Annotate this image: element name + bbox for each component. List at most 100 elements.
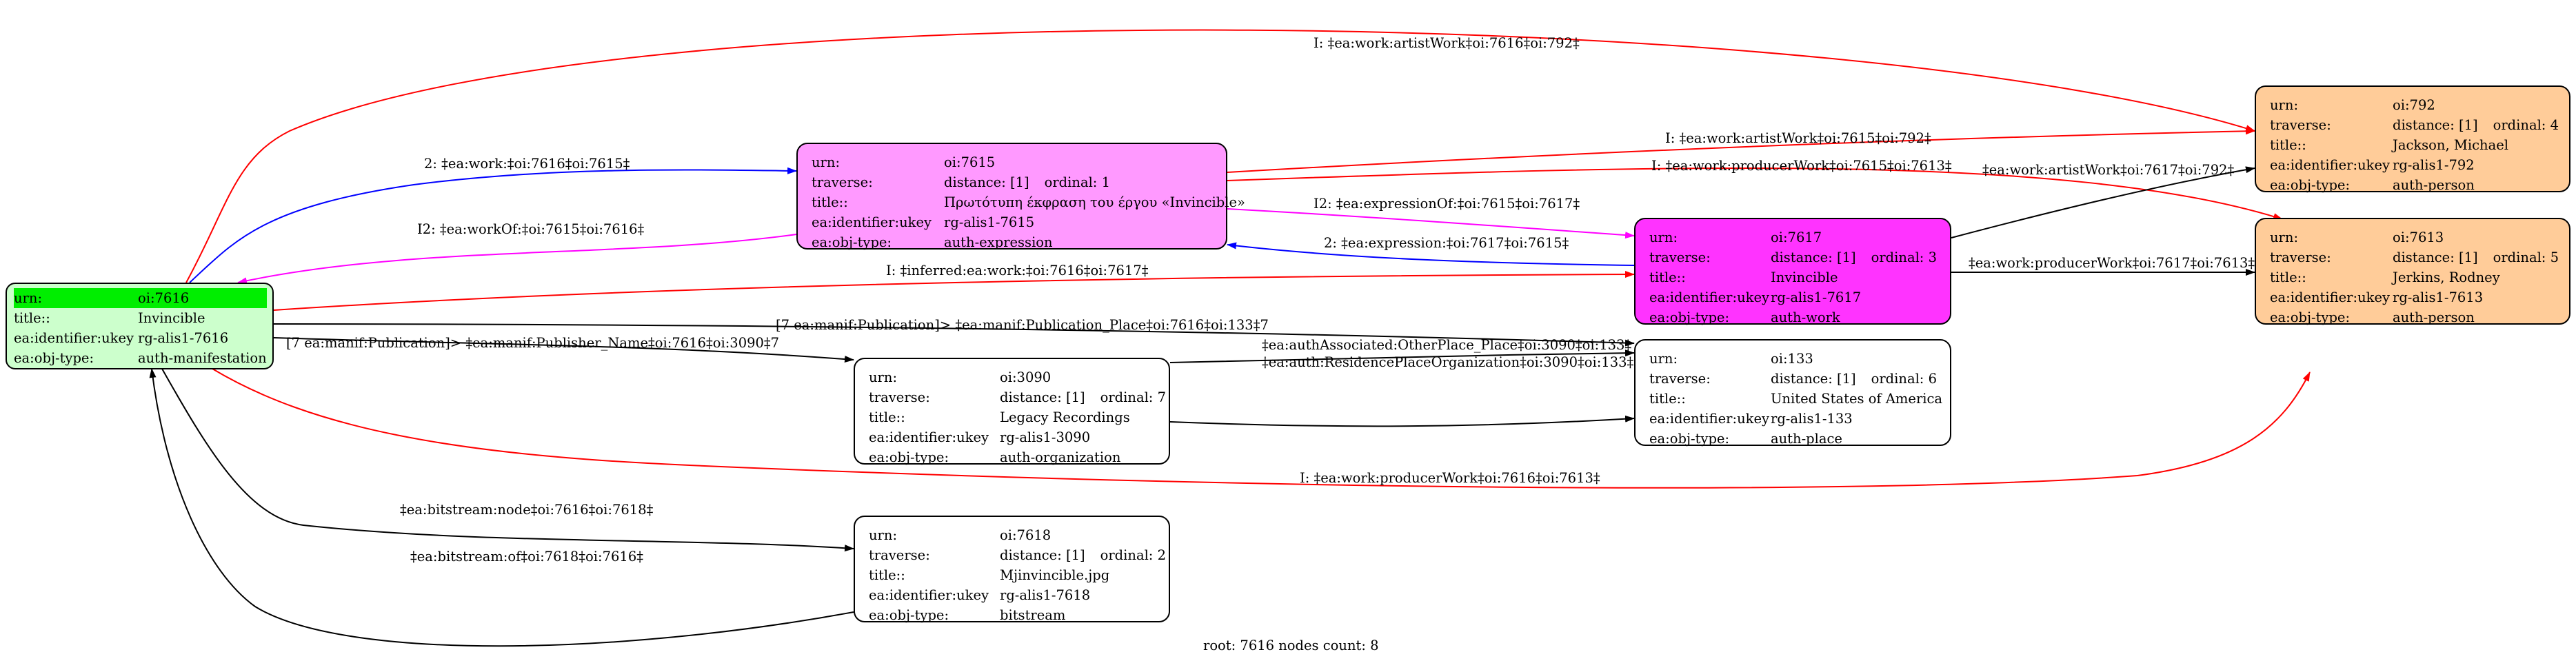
edge-label: I2: ‡ea:workOf:‡oi:7615‡oi:7616‡ xyxy=(417,221,645,237)
edge-7615-7613-producer xyxy=(1227,167,2283,220)
edge-label: ‡ea:work:producerWork‡oi:7617‡oi:7613‡ xyxy=(1969,255,2255,271)
type-value: auth-person xyxy=(2393,177,2475,193)
traverse-key: traverse: xyxy=(869,547,930,563)
type-value: auth-manifestation xyxy=(138,350,267,366)
urn-row: urn: oi:7616 xyxy=(14,288,267,308)
urn-key: urn: xyxy=(1649,230,1678,245)
node-3090[interactable]: urn:oi:3090 traverse:distance: [1]ordina… xyxy=(854,358,1170,465)
node-7618[interactable]: urn:oi:7618 traverse:distance: [1]ordina… xyxy=(854,516,1170,623)
title-key: title:: xyxy=(2270,270,2306,285)
edge-label: I: ‡ea:work:producerWork‡oi:7615‡oi:7613… xyxy=(1651,158,1952,174)
node-7613[interactable]: urn: oi:7613 traverse: distance: [1] ordina… xyxy=(2255,218,2570,325)
edge-7617-792-artist xyxy=(1951,166,2255,238)
ukey-key: ea:identifier:ukey xyxy=(869,587,989,603)
traverse-key: traverse: xyxy=(812,174,873,190)
edge-3090-133-otherplace xyxy=(1169,349,1635,363)
edge-7617-7615-expression xyxy=(1227,242,1635,266)
urn-value: oi:7616 xyxy=(138,290,190,306)
ukey-key: ea:identifier:ukey xyxy=(2270,157,2390,173)
edge-label: ‡ea:bitstream:of‡oi:7618‡oi:7616‡ xyxy=(410,549,643,565)
title-key: title:: xyxy=(2270,137,2306,153)
urn-value: oi:7615 xyxy=(944,154,996,170)
graph-summary: root: 7616 nodes count: 8 xyxy=(1203,638,1379,653)
node-7617[interactable]: urn: oi:7617 traverse: distance: [1] ordina… xyxy=(1634,218,1951,325)
edge-3090-133-residence xyxy=(1169,415,1635,427)
ukey-key: ea:identifier:ukey xyxy=(812,214,932,230)
edge-label: [7 ea:manif:Publication]> ‡ea:manif:Publ… xyxy=(776,317,1269,333)
ukey-key: ea:identifier:ukey xyxy=(869,429,989,445)
urn-key: urn: xyxy=(2270,97,2299,113)
traverse-key: traverse: xyxy=(1649,250,1711,265)
type-key: ea:obj-type: xyxy=(812,234,892,250)
ukey-value: rg-alis1-133 xyxy=(1771,411,1853,427)
node-792[interactable]: urn:oi:792 traverse:distance: [1]ordinal… xyxy=(2255,85,2570,193)
urn-key: urn: xyxy=(869,369,898,385)
urn-value: oi:7613 xyxy=(2393,230,2444,245)
node-133[interactable]: urn: oi:133 traverse: distance: [1] ordinal… xyxy=(1634,339,1951,447)
ordinal-value: ordinal: 5 xyxy=(2493,250,2559,265)
traverse-key: traverse: xyxy=(1649,371,1711,387)
type-key: ea:obj-type: xyxy=(2270,177,2351,193)
title-value: Invincible xyxy=(1771,270,1838,285)
node-7616[interactable]: urn: oi:7616 title::Invincible ea:identi… xyxy=(6,283,274,369)
ukey-key: ea:identifier:ukey xyxy=(1649,289,1769,305)
edge-label: [7 ea:manif:Publication]> ‡ea:manif:Publ… xyxy=(286,335,780,351)
urn-value: oi:3090 xyxy=(1000,369,1051,385)
distance-value: distance: [1] xyxy=(1771,371,1856,387)
edge-7615-7616-workof xyxy=(237,234,797,285)
distance-value: distance: [1] xyxy=(1771,250,1856,265)
title-value: Πρωτότυπη έκφραση του έργου «Invincible» xyxy=(944,194,1245,210)
urn-value: oi:7617 xyxy=(1771,230,1822,245)
type-value: auth-organization xyxy=(1000,449,1121,465)
edge-label: I: ‡ea:work:artistWork‡oi:7615‡oi:792‡ xyxy=(1665,130,1931,146)
ordinal-value: ordinal: 6 xyxy=(1871,371,1937,387)
ordinal-value: ordinal: 2 xyxy=(1100,547,1166,563)
title-value: Jackson, Michael xyxy=(2393,137,2508,153)
urn-value: oi:133 xyxy=(1771,351,1813,367)
urn-key: urn: xyxy=(869,527,898,543)
edge-7616-7615-work xyxy=(189,167,797,283)
type-value: auth-place xyxy=(1771,431,1842,447)
type-key: ea:obj-type: xyxy=(1649,431,1730,447)
edge-7616-7613-producer xyxy=(212,368,2311,489)
edge-7616-792-artist xyxy=(185,29,2255,283)
edge-label: ‡ea:bitstream:node‡oi:7616‡oi:7618‡ xyxy=(400,502,654,518)
ordinal-value: ordinal: 3 xyxy=(1871,250,1937,265)
urn-key: urn: xyxy=(2270,230,2299,245)
title-key: title:: xyxy=(869,567,905,583)
type-value: auth-work xyxy=(1771,309,1840,325)
edge-label: ‡ea:auth:ResidencePlaceOrganization‡oi:3… xyxy=(1262,354,1634,370)
traverse-key: traverse: xyxy=(2270,250,2331,265)
urn-value: oi:7618 xyxy=(1000,527,1051,543)
edge-label: I: ‡inferred:ea:work:‡oi:7616‡oi:7617‡ xyxy=(886,263,1149,278)
node-7615[interactable]: urn:oi:7615 traverse:distance: [1]ordina… xyxy=(796,143,1245,250)
edge-label: 2: ‡ea:expression:‡oi:7617‡oi:7615‡ xyxy=(1324,235,1569,251)
title-value: Invincible xyxy=(138,310,205,326)
urn-key: urn: xyxy=(1649,351,1678,367)
edge-label: ‡ea:work:artistWork‡oi:7617‡oi:792‡ xyxy=(1982,162,2235,178)
edge-label: 2: ‡ea:work:‡oi:7616‡oi:7615‡ xyxy=(424,156,630,172)
edge-7616-133-pubplace xyxy=(273,323,1635,347)
edge-label: I2: ‡ea:expressionOf:‡oi:7615‡oi:7617‡ xyxy=(1314,196,1580,212)
title-value: Mjinvincible.jpg xyxy=(1000,567,1110,583)
ukey-value: rg-alis1-7617 xyxy=(1771,289,1862,305)
title-value: Jerkins, Rodney xyxy=(2393,270,2500,285)
type-value: bitstream xyxy=(1000,607,1066,623)
ordinal-value: ordinal: 4 xyxy=(2493,117,2559,133)
edge-7616-3090-publisher xyxy=(273,337,854,363)
edge-label: I: ‡ea:work:artistWork‡oi:7616‡oi:792‡ xyxy=(1314,35,1580,51)
type-key: ea:obj-type: xyxy=(869,449,949,465)
distance-value: distance: [1] xyxy=(944,174,1029,190)
type-value: auth-person xyxy=(2393,309,2475,325)
ukey-value: rg-alis1-7616 xyxy=(138,330,229,346)
type-key: ea:obj-type: xyxy=(14,350,94,366)
title-key: title:: xyxy=(812,194,848,210)
title-value: Legacy Recordings xyxy=(1000,409,1130,425)
urn-key: urn: xyxy=(812,154,841,170)
traverse-key: traverse: xyxy=(869,389,930,405)
distance-value: distance: [1] xyxy=(2393,250,2478,265)
traverse-key: traverse: xyxy=(2270,117,2331,133)
ukey-value: rg-alis1-7613 xyxy=(2393,289,2484,305)
title-key: title:: xyxy=(1649,270,1686,285)
